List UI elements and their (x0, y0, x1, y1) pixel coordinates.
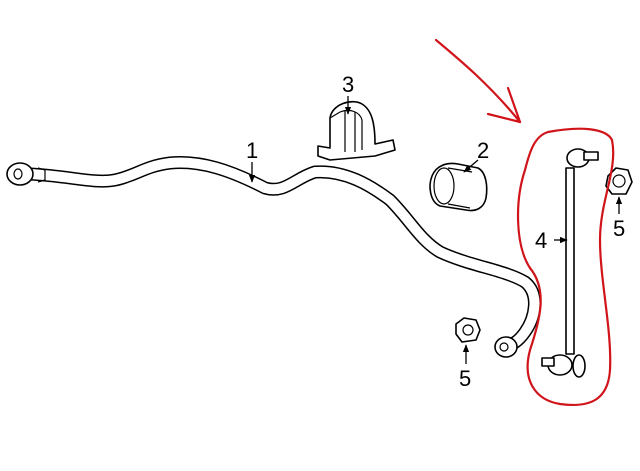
callout-4: 4 (535, 228, 547, 253)
callout-2: 2 (477, 138, 489, 163)
annotation-arrow-shaft (434, 38, 522, 124)
annotation-outline (516, 127, 615, 406)
callout-1: 1 (246, 138, 258, 163)
red-annotation (434, 38, 615, 406)
callout-5-upper: 5 (613, 216, 625, 241)
annotation-arrow-head (486, 86, 522, 124)
bushing (429, 162, 488, 212)
nut-lower (455, 317, 481, 343)
stabilizer-link (541, 148, 599, 378)
callout-5-lower: 5 (459, 366, 471, 391)
leader-arrow-2 (463, 159, 479, 173)
bracket (317, 100, 396, 161)
stabilizer-bar (6, 156, 541, 358)
callout-3: 3 (342, 72, 354, 97)
